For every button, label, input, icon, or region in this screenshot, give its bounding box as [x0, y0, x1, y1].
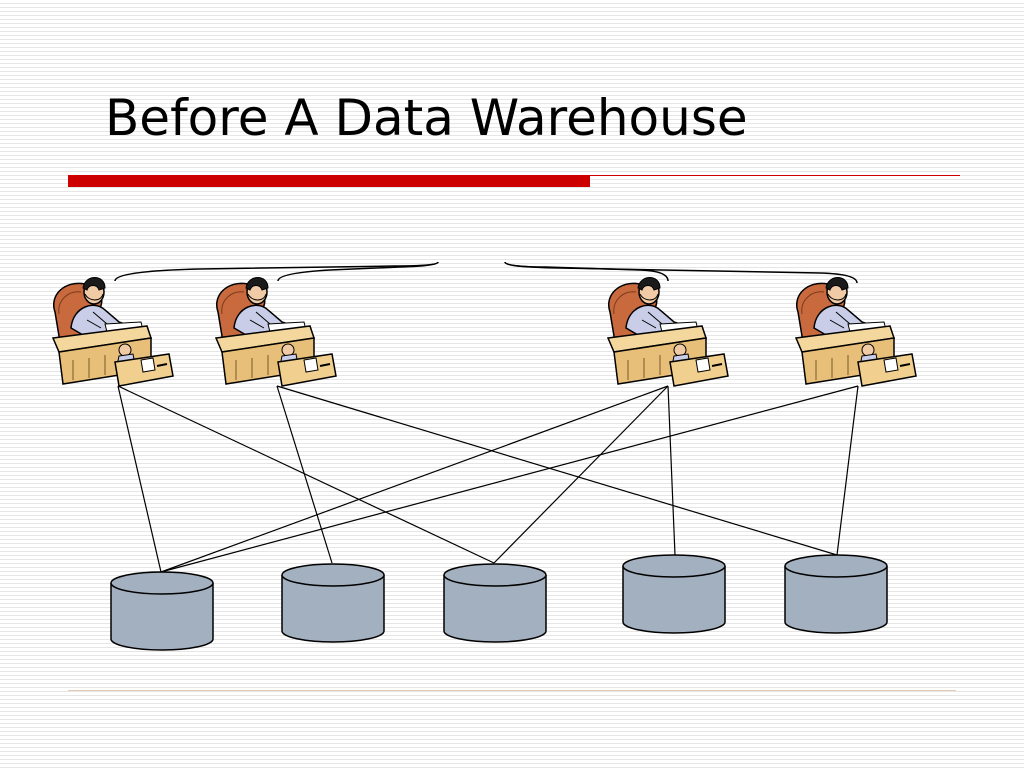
connection-line [117, 385, 162, 573]
connection-line [160, 385, 669, 573]
connection-line [117, 385, 495, 564]
group-brackets [114, 261, 858, 284]
left-group-bracket [114, 261, 439, 282]
connection-line [276, 385, 333, 564]
connection-line [667, 385, 676, 556]
database-icon [443, 563, 547, 643]
connection-line [276, 385, 838, 556]
title-underline-thin [590, 175, 960, 176]
database-icon [784, 554, 888, 634]
database-icon [281, 563, 385, 643]
user-desk-icon [607, 276, 729, 387]
database-icon [622, 554, 726, 634]
footer-divider [68, 690, 956, 691]
right-group-bracket-inner [504, 261, 669, 282]
user-desk-icon [795, 276, 917, 387]
database-icon [110, 571, 214, 651]
connection-lines [117, 385, 859, 573]
user-desk-icon [215, 276, 337, 387]
right-group-bracket [504, 261, 858, 284]
slide-title: Before A Data Warehouse [105, 89, 748, 147]
connection-line [493, 385, 669, 564]
user-desk-icon [52, 276, 174, 387]
title-underline-thick [68, 175, 590, 187]
connection-line [836, 385, 859, 556]
connection-line [160, 385, 859, 573]
left-group-bracket-inner [277, 261, 439, 282]
